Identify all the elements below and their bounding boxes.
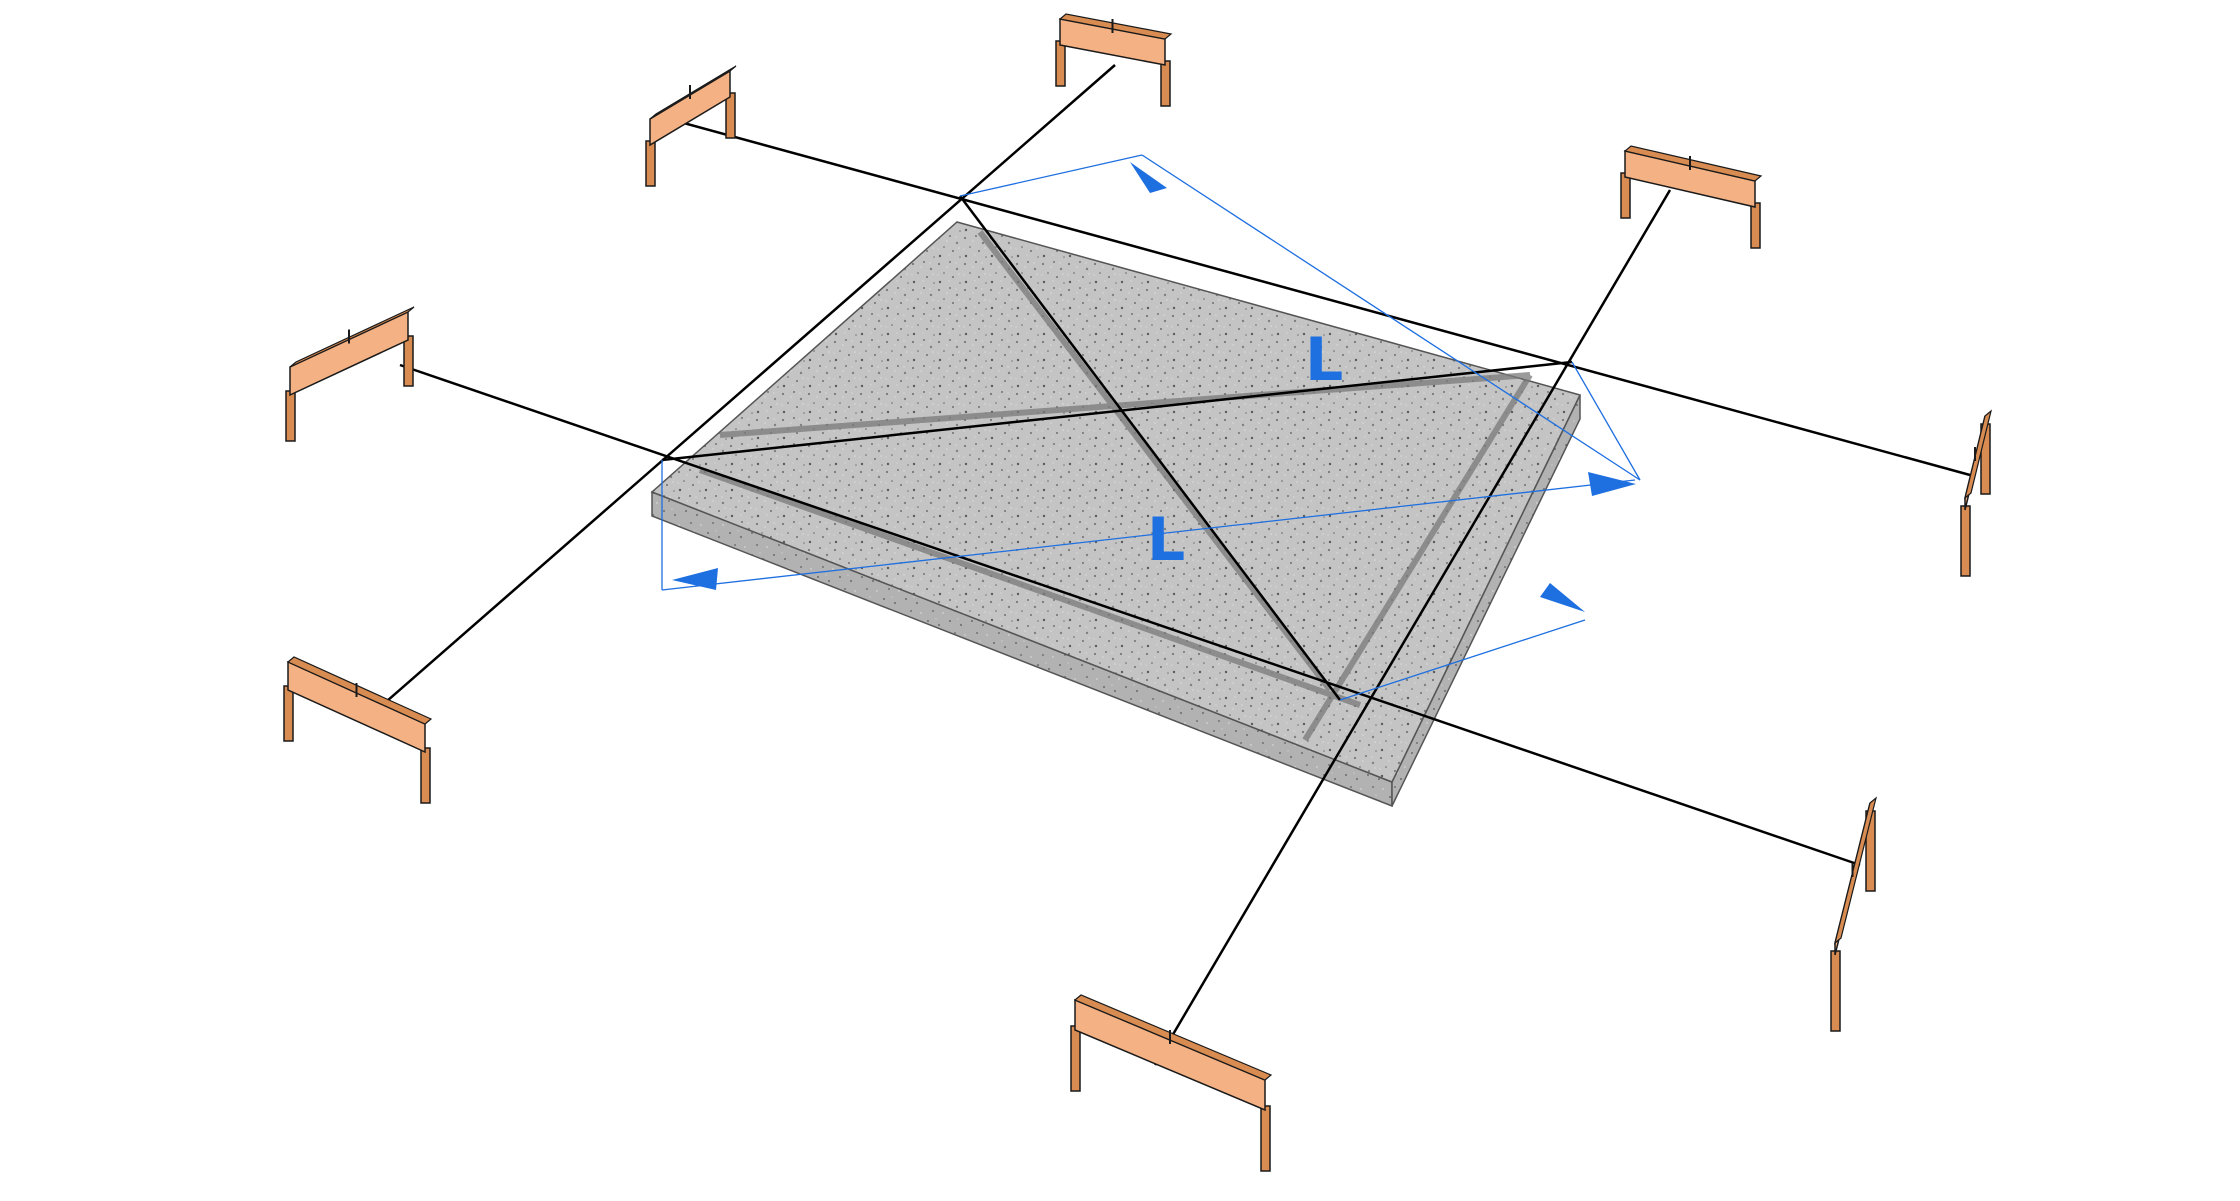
batter-board-icon — [1620, 145, 1763, 249]
batter-board-stake — [403, 335, 414, 387]
diagonal-dimension-label-2: L — [1147, 505, 1185, 575]
batter-board-plank — [1074, 998, 1266, 1112]
batter-board-icon — [1960, 409, 1993, 577]
diagonal-dimension-label-1: L — [1305, 325, 1343, 395]
dimension-arrows — [672, 162, 1636, 612]
diagonal-string-2 — [959, 195, 1341, 701]
batter-board-top-edge — [1963, 409, 1993, 500]
batter-board-stake — [1830, 950, 1841, 1032]
batter-board-stake — [1620, 172, 1631, 219]
batter-board-icon — [1070, 994, 1273, 1172]
batter-board-stake — [1070, 1025, 1081, 1092]
batter-board-icon — [645, 65, 737, 187]
batter-board-stake — [1960, 505, 1971, 577]
arrowhead-icon — [1130, 162, 1167, 193]
batter-board-top-edge — [1073, 994, 1273, 1081]
batter-board-top-edge — [1833, 796, 1878, 945]
batter-board-icon — [285, 306, 415, 442]
batter-board-icon — [1830, 796, 1878, 1032]
string-line-left — [362, 64, 1116, 723]
batter-board-icon — [283, 656, 433, 804]
batter-board-stake — [725, 92, 736, 139]
batter-board-plank — [289, 310, 409, 397]
batter-board-top-edge — [1058, 13, 1173, 40]
batter-board-stake — [283, 685, 294, 742]
batter-board-stake — [1750, 202, 1761, 249]
string-line-right — [1153, 189, 1672, 1066]
string-line-front — [399, 363, 1861, 867]
batter-boards — [283, 13, 1993, 1172]
concrete-slab — [650, 221, 1582, 808]
batter-board-stake — [420, 747, 431, 804]
batter-board-stake — [645, 140, 656, 187]
slab-top-face — [650, 221, 1582, 783]
batter-board-plank — [649, 69, 731, 147]
dimension-lines — [661, 154, 1641, 701]
string-lines — [362, 64, 1971, 1066]
batter-board-icon — [1055, 13, 1173, 107]
string-shadows — [698, 230, 1533, 742]
batter-board-top-edge — [1623, 145, 1763, 182]
arrowhead-icon — [1540, 583, 1585, 612]
batter-board-stake — [1160, 60, 1171, 107]
diagonal-string-1 — [661, 360, 1573, 462]
batter-board-top-edge — [289, 306, 415, 368]
batter-board-stake — [285, 390, 296, 442]
arrowhead-icon — [1588, 472, 1636, 496]
arrowhead-icon — [672, 568, 718, 590]
string-line-back — [679, 120, 1971, 477]
batter-board-stake — [1055, 40, 1066, 87]
batter-board-top-edge — [649, 65, 737, 120]
batter-board-stake — [1260, 1105, 1271, 1172]
batter-board-top-edge — [286, 656, 433, 725]
